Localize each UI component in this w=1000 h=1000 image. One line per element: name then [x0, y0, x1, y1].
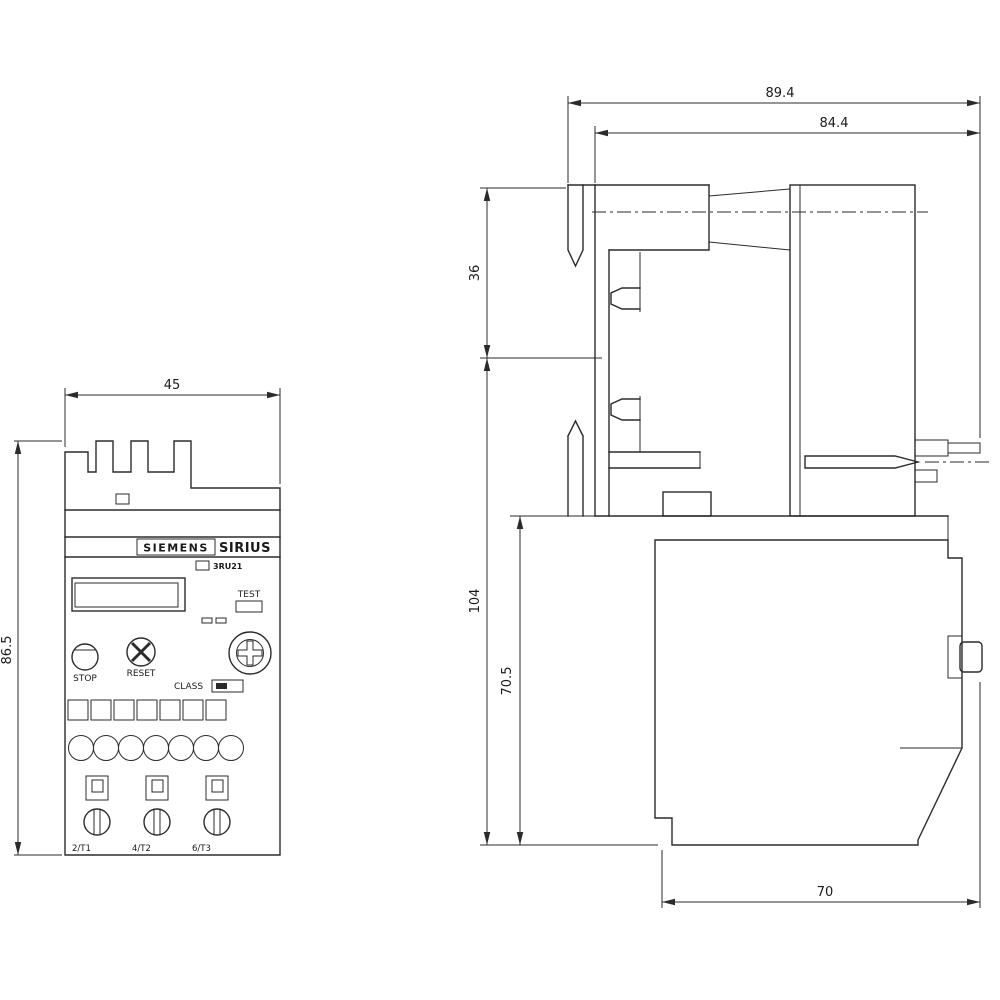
test-button: TEST: [235, 590, 263, 613]
side-top-section-label: 36: [468, 265, 483, 282]
terminal-label: 4/T2: [132, 844, 151, 854]
class-setting: CLASS: [174, 679, 244, 693]
side-body-height-dimension: 70.5: [500, 515, 640, 845]
reset-label: RESET: [127, 669, 156, 679]
rail-hook-upper: [610, 287, 641, 310]
front-width-label: 45: [164, 378, 181, 393]
brand-label: SIEMENS: [143, 542, 209, 555]
front-height-label: 86.5: [0, 636, 15, 665]
stop-label: STOP: [73, 674, 97, 684]
reset-button: RESET: [126, 637, 156, 679]
trip-pin: [804, 455, 921, 469]
terminal-label: 6/T3: [192, 844, 211, 854]
plunger-detail: [914, 439, 992, 483]
terminal-group-t1: 2/T1: [72, 775, 111, 854]
upper-block-left: [608, 184, 710, 251]
current-adjustment-dial: [228, 631, 272, 675]
brand-box: [136, 538, 216, 556]
front-width-dimension: 45: [64, 378, 281, 484]
class-label: CLASS: [174, 682, 203, 692]
side-view: 89.4 84.4 36 104 70.5: [468, 86, 992, 908]
stop-button: STOP: [71, 643, 99, 684]
side-mounting-depth-dimension: 84.4: [594, 116, 980, 183]
rail-hook-lower: [610, 398, 641, 421]
side-mounting-depth-label: 84.4: [820, 116, 849, 131]
tick-mark: [215, 617, 227, 624]
side-screw: [947, 635, 983, 679]
vent-circle-row: [68, 735, 244, 761]
front-outline: [64, 440, 281, 856]
front-view: SIEMENS SIRIUS 3RU21 TEST STOP RESET: [0, 378, 281, 856]
upper-block-right: [789, 184, 916, 517]
din-clip-bottom: [567, 419, 584, 517]
clip-slot: [115, 493, 130, 505]
side-body-height-label: 70.5: [500, 667, 515, 696]
side-body-depth-dimension: 70: [661, 682, 981, 908]
side-overall-height-label: 104: [468, 589, 483, 614]
terminal-group-t3: 6/T3: [192, 775, 231, 854]
side-overall-depth-label: 89.4: [766, 86, 795, 101]
display-window: [71, 577, 186, 612]
model-mark: [195, 560, 210, 571]
terminal-label: 2/T1: [72, 844, 91, 854]
side-overall-depth-dimension: 89.4: [567, 86, 981, 438]
terminal-group-t2: 4/T2: [132, 775, 171, 854]
relay-body-side: [654, 539, 963, 846]
din-clip-top: [567, 184, 584, 268]
side-top-section-dimension: 36: [468, 187, 602, 359]
model-label: 3RU21: [213, 562, 243, 571]
front-height-dimension: 86.5: [0, 440, 62, 856]
side-overall-height-dimension: 104: [468, 358, 658, 846]
body-top-tab: [662, 491, 712, 517]
tick-mark: [201, 617, 213, 624]
series-label: SIRIUS: [219, 541, 271, 556]
test-label: TEST: [237, 590, 261, 600]
side-body-depth-label: 70: [817, 885, 834, 900]
dip-window-row: [67, 699, 227, 721]
